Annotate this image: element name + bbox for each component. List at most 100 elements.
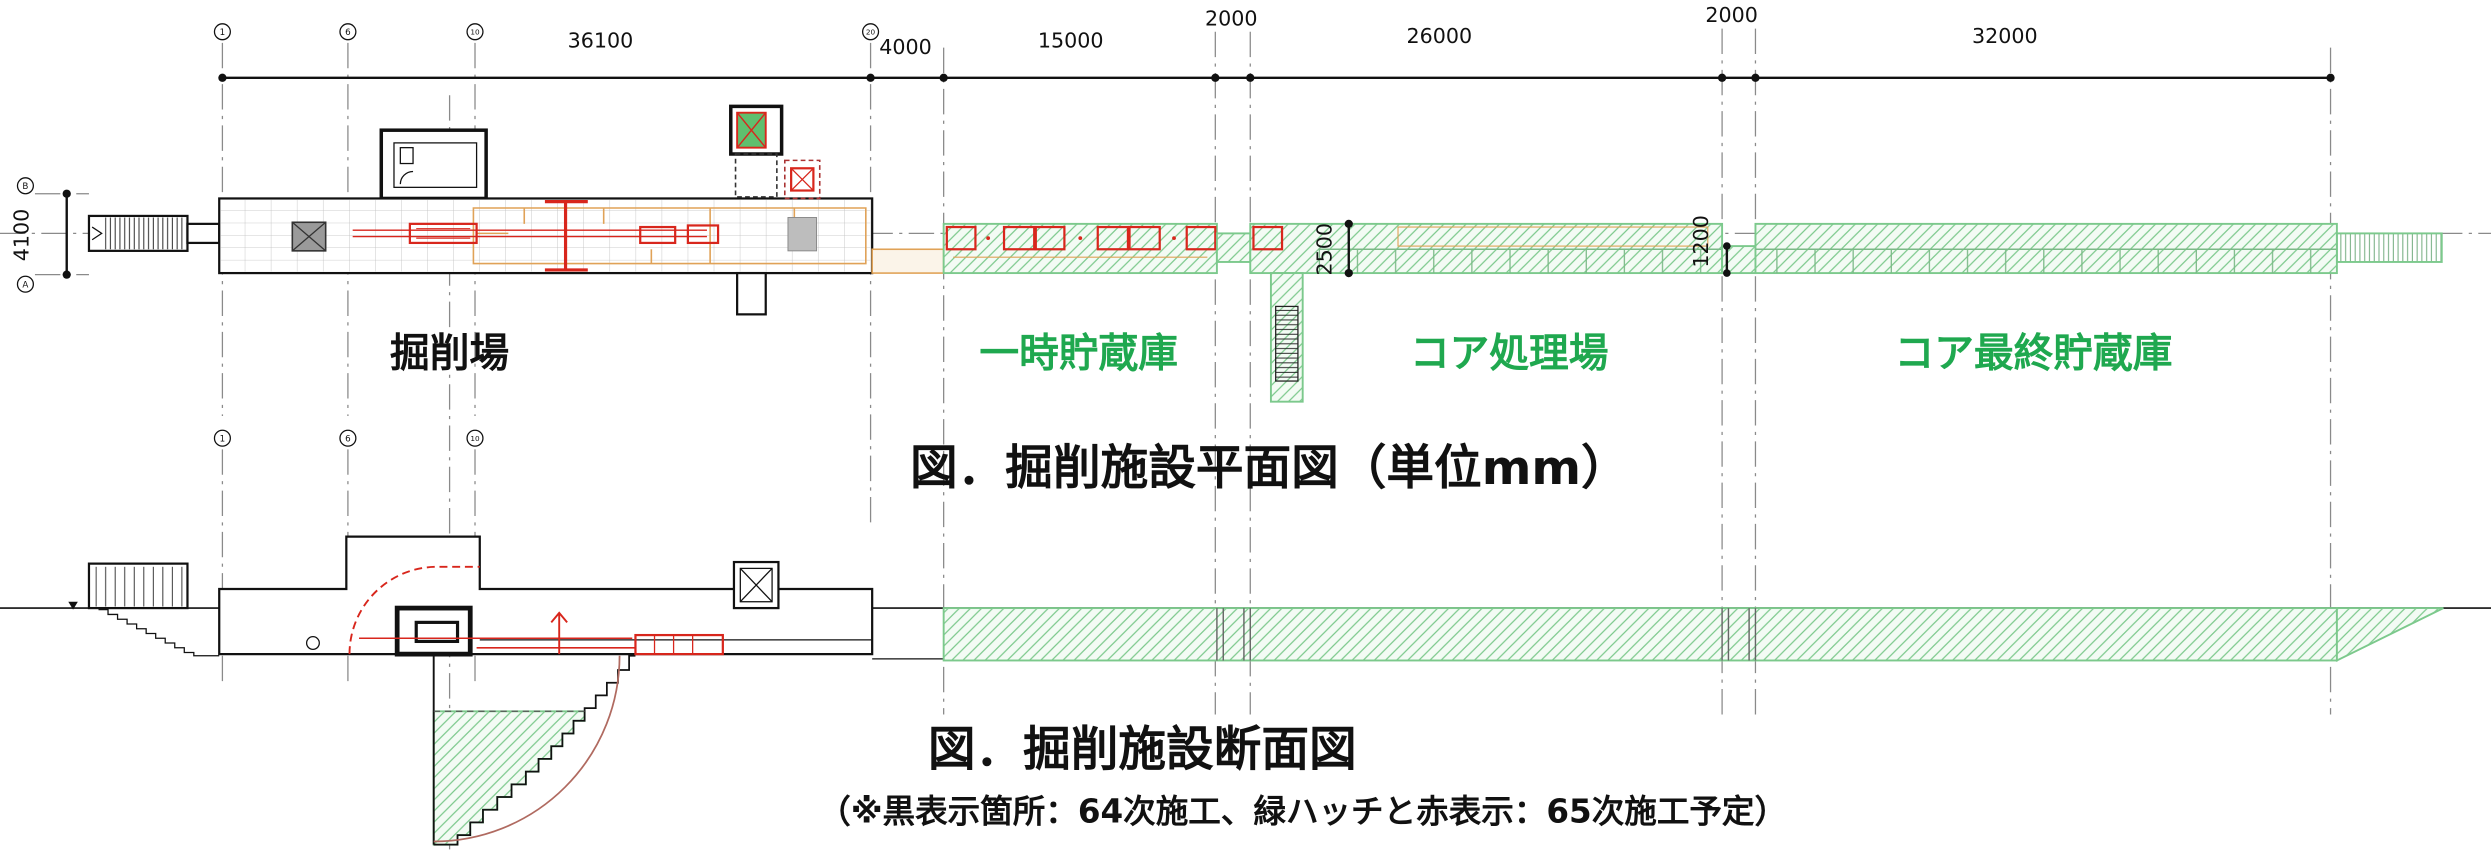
planned-unit	[686, 224, 720, 245]
final-storage-plan	[1754, 222, 2443, 275]
grid-bubble-circle	[339, 23, 357, 41]
storage-rack	[1128, 225, 1161, 251]
entry-stairs-section	[87, 562, 220, 657]
planned-platform-detail	[653, 635, 694, 655]
overall-dimension-line: 36100 4000 15000 2000 26000 2000 32000	[218, 3, 2335, 82]
shaft-section	[432, 654, 636, 846]
dimension-dot	[1211, 73, 1220, 82]
i-beam-gantry	[544, 200, 588, 272]
excavation-building-plan	[218, 104, 874, 316]
core-processing-plan: 2500	[1249, 219, 1724, 403]
dimension-dot	[1751, 73, 1760, 82]
existing-structure-lines	[472, 207, 867, 265]
excavation-swing-arc	[433, 655, 621, 843]
link-corridor-1	[1215, 232, 1252, 263]
grid-bubble-label: B	[22, 182, 28, 192]
storage-rack	[1002, 225, 1036, 251]
section-title: 図．掘削施設断面図	[928, 722, 1357, 777]
branch-stairs	[1275, 305, 1299, 382]
ground-level-marker-icon	[68, 601, 78, 610]
grid-bubble-circle	[862, 23, 880, 41]
elevator-x-icon	[739, 567, 773, 603]
zone-label-temp-storage: 一時貯蔵庫	[979, 331, 1177, 377]
plan-view: 1 6 10 20 36100 4000 15000 2000 26000 20…	[0, 3, 2491, 850]
dimension-dot	[1717, 73, 1727, 82]
dimension-dot	[939, 73, 948, 82]
annex-fixture	[399, 147, 414, 165]
stairs-housing-panels	[95, 566, 185, 607]
tunnel-section	[942, 607, 2444, 663]
dim-gap-2: 2000	[1705, 3, 1758, 27]
grid-bubble-circle	[466, 429, 484, 447]
rack-marker	[1172, 236, 1176, 241]
planned-equipment-section	[348, 565, 724, 843]
dimension-dot	[1723, 269, 1731, 277]
winch-detail	[416, 228, 471, 239]
elevator-tower-plan	[729, 104, 821, 200]
grid-bubble-label: 6	[345, 434, 351, 444]
planned-lift-area	[783, 159, 821, 200]
dim-final-storage-length: 32000	[1972, 24, 2038, 48]
grid-bubble-label: 6	[345, 28, 351, 38]
dimension-dot	[1246, 73, 1255, 82]
grid-bubble-circle	[16, 177, 34, 195]
temporary-storage-plan	[942, 222, 1218, 275]
temp-storage-area	[942, 222, 1218, 275]
dim-processing-length: 26000	[1406, 24, 1472, 48]
hoist-mast	[550, 611, 568, 655]
connector-corridor	[871, 248, 945, 274]
tower-landing	[734, 153, 778, 198]
storage-rack	[1034, 225, 1066, 251]
shaft-stepped-slope	[433, 654, 636, 846]
grid-bubble-circle	[213, 429, 231, 447]
grid-bubble-label: 10	[470, 434, 480, 443]
dimension-dot	[218, 73, 227, 82]
planned-tunnel	[942, 607, 2338, 662]
equipment-block	[787, 217, 818, 252]
grid-bubbles-top: 1 6 10 20	[213, 23, 880, 41]
final-storage-cells	[1760, 249, 2333, 274]
drain-symbol-icon	[305, 636, 320, 650]
dim-gap-1: 2000	[1205, 6, 1258, 30]
grid-bubble-circle	[339, 429, 357, 447]
grid-bubble-label: 20	[866, 27, 876, 36]
elevator-car	[739, 567, 773, 603]
tower-car-x-icon	[736, 112, 767, 149]
winch-frame	[408, 222, 478, 245]
legend-note: （※黒表示箇所：64次施工、緑ハッチと赤表示：65次施工予定）	[818, 792, 1787, 830]
processing-cells	[1318, 249, 1723, 274]
dimension-dot	[866, 73, 875, 82]
plan-title: 図．掘削施設平面図（単位mm）	[910, 441, 1629, 496]
storage-rack	[945, 225, 977, 251]
dimension-dot	[62, 189, 71, 198]
entry-stairs-plan	[87, 214, 221, 252]
dim-width-label: 4100	[10, 209, 34, 261]
dim-connector-length: 4000	[879, 35, 932, 59]
storage-rack	[1096, 225, 1130, 251]
grid-bubble-circle	[213, 23, 231, 41]
section-view: 1 6 10	[0, 429, 2491, 846]
dimension-dot	[1723, 242, 1731, 250]
side-dimension: B A 4100	[10, 177, 89, 293]
grid-bubble-label: 1	[220, 28, 226, 38]
tunnel-joints	[1216, 608, 1757, 661]
storage-rack	[1185, 225, 1217, 251]
gantry-beams	[359, 637, 636, 649]
dim-processing-width: 2500	[1312, 223, 1336, 275]
exit-stairs	[2335, 232, 2443, 263]
dimension-dot	[62, 270, 71, 279]
grid-bubble-circle	[16, 275, 34, 293]
planned-unit	[639, 225, 677, 245]
grid-bubble-label: A	[22, 280, 28, 290]
grid-bubble-circle	[466, 23, 484, 41]
building-stub	[736, 271, 767, 316]
dimension-dot	[1344, 268, 1353, 278]
rail-lines	[352, 229, 707, 238]
processing-bench	[1397, 226, 1709, 247]
annex-outline	[379, 128, 488, 201]
planned-equipment-red	[352, 200, 720, 272]
dimension-dot	[1344, 219, 1353, 228]
door-swing-icon	[399, 170, 414, 185]
dimension-dot	[2326, 73, 2335, 82]
excavation-building-section	[218, 535, 874, 657]
